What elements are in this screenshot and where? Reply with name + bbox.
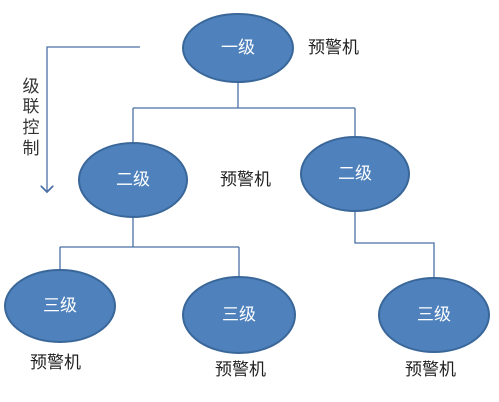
node-level1-shape: [182, 13, 294, 83]
warning-label-level3-left: 预警机: [30, 353, 81, 373]
side-label-char-3: 控: [23, 118, 40, 138]
connector-l1-to-l2: [132, 82, 356, 143]
node-level2-right-shape: [300, 136, 410, 212]
connector-l2left-to-l3: [59, 217, 240, 277]
node-level3-left-label: 三级: [43, 296, 77, 316]
node-level2-right-label: 二级: [338, 164, 372, 184]
connector-l2right-to-l3: [354, 211, 435, 278]
connectors: [59, 82, 435, 278]
warning-label-level3-mid: 预警机: [215, 360, 266, 380]
node-level2-left-shape: [78, 142, 188, 218]
node-level3-right: 三级: [378, 277, 490, 353]
side-label-char-4: 制: [23, 139, 40, 159]
node-level3-mid: 三级: [182, 276, 296, 354]
node-level1-label: 一级: [221, 38, 255, 58]
node-level3-left: 三级: [4, 269, 116, 343]
side-label-char-2: 联: [23, 97, 40, 117]
node-level3-right-shape: [378, 277, 490, 353]
warning-label-level2-left: 预警机: [220, 170, 271, 190]
node-level2-left-label: 二级: [116, 170, 150, 190]
cascade-control-label: 级 联 控 制: [23, 77, 40, 159]
node-level2-right: 二级: [300, 136, 410, 212]
warning-label-level3-right: 预警机: [405, 360, 456, 380]
cascade-arrow: [47, 46, 140, 192]
node-level3-mid-shape: [182, 276, 296, 354]
side-label-char-1: 级: [23, 77, 40, 97]
warning-label-level1: 预警机: [308, 38, 359, 58]
node-level3-left-shape: [4, 269, 116, 343]
node-level3-right-label: 三级: [417, 305, 451, 325]
node-level1: 一级: [182, 13, 294, 83]
node-level2-left: 二级: [78, 142, 188, 218]
node-level3-mid-label: 三级: [222, 305, 256, 325]
